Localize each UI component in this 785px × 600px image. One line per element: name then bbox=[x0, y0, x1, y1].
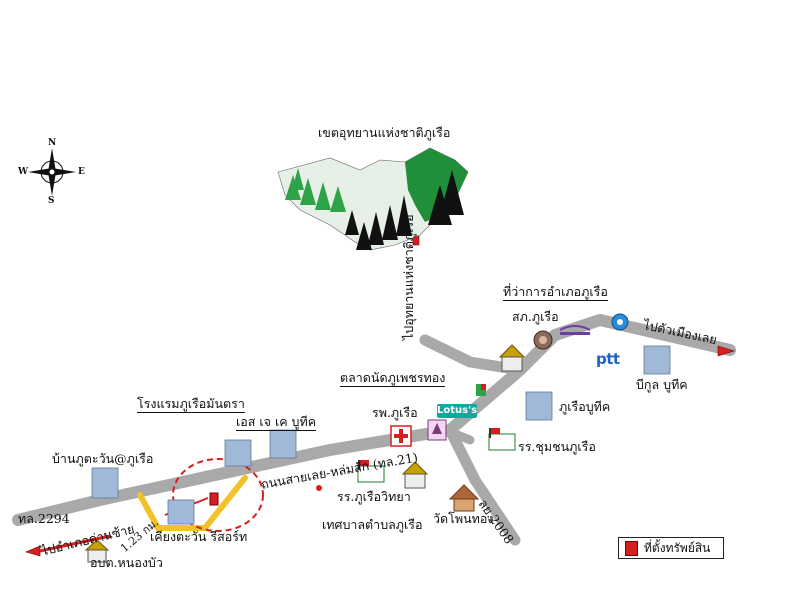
property-access-road bbox=[137, 475, 248, 531]
lotus-logo: Lotus's bbox=[437, 404, 478, 418]
property-marker-icon bbox=[625, 540, 638, 556]
property-marker-icon bbox=[209, 492, 219, 506]
hospital-icon bbox=[390, 425, 412, 447]
label-hospital: รพ.ภูเรือ bbox=[372, 405, 418, 420]
label-bgoodboutique: บีกูล บูทีค bbox=[636, 377, 688, 392]
label-community-school: รร.ชุมชนภูเรือ bbox=[518, 439, 596, 454]
road-2008 bbox=[444, 424, 521, 546]
label-resort: เคียงตะวัน รีสอร์ท bbox=[150, 529, 248, 544]
label-phuruea-wittaya: รร.ภูเรือวิทยา bbox=[337, 489, 411, 504]
building-icon bbox=[269, 429, 297, 459]
legend-label: ที่ตั้งทรัพย์สิน bbox=[644, 540, 711, 555]
label-road-2294: ทล.2294 bbox=[18, 511, 70, 526]
building-icon bbox=[224, 439, 252, 467]
building-icon bbox=[643, 345, 671, 375]
thai-airways-style-logo bbox=[559, 325, 591, 335]
building-icon bbox=[167, 499, 195, 525]
market-icon bbox=[427, 419, 447, 441]
compass-north: N bbox=[48, 138, 57, 148]
ptt-logo: ptt bbox=[596, 350, 620, 368]
school-icons bbox=[357, 428, 516, 483]
label-municipality: เทศบาลตำบลภูเรือ bbox=[322, 517, 423, 532]
mountain-forest-icon bbox=[277, 147, 469, 251]
district-office-icon bbox=[498, 344, 526, 372]
school-icon bbox=[488, 428, 516, 451]
label-hotel-mantra: โรงแรมภูเรือมันตรา bbox=[137, 396, 245, 413]
label-wat: วัดโพนทอง bbox=[433, 511, 494, 526]
building-icons bbox=[91, 345, 671, 525]
municipality-icon bbox=[401, 461, 429, 489]
compass-west: W bbox=[18, 167, 29, 177]
building-icon bbox=[525, 391, 553, 421]
label-market: ตลาดนัดภูเพชรทอง bbox=[340, 370, 446, 387]
label-banphutawan: บ้านภูตะวัน@ภูเรือ bbox=[52, 451, 154, 466]
government-building-icons bbox=[84, 344, 526, 563]
temple-icon bbox=[448, 484, 480, 512]
property-highlight-circle bbox=[172, 458, 264, 532]
building-icon bbox=[91, 467, 119, 499]
label-phuruea-boutique: ภูเรือบูทีค bbox=[559, 399, 611, 414]
label-police: สภ.ภูเรือ bbox=[512, 309, 559, 324]
main-road bbox=[12, 314, 736, 526]
compass-south: S bbox=[48, 196, 55, 206]
road-network bbox=[12, 314, 736, 546]
label-sj-boutique: เอส เจ เค บูทีค bbox=[236, 414, 317, 431]
label-nongbua: อบต.หนองบัว bbox=[90, 555, 163, 570]
label-district-office: ที่ว่าการอำเภอภูเรือ bbox=[503, 284, 608, 301]
label-to-park: ไปอุทยานแห่งชาติภูเรือ bbox=[401, 214, 416, 340]
small-pin-icon bbox=[316, 485, 322, 491]
nongbua-office-icon bbox=[84, 539, 110, 563]
label-national-park: เขตอุทยานแห่งชาติภูเรือ bbox=[318, 125, 451, 140]
branch-to-tbt bbox=[440, 425, 475, 445]
school-icon bbox=[357, 460, 385, 483]
gas-station-icon bbox=[476, 384, 486, 396]
compass-east: E bbox=[78, 167, 85, 177]
compass-icon bbox=[28, 148, 76, 196]
police-icon bbox=[533, 330, 553, 350]
bank-logo bbox=[611, 313, 629, 331]
legend: ที่ตั้งทรัพย์สิน bbox=[618, 537, 724, 559]
